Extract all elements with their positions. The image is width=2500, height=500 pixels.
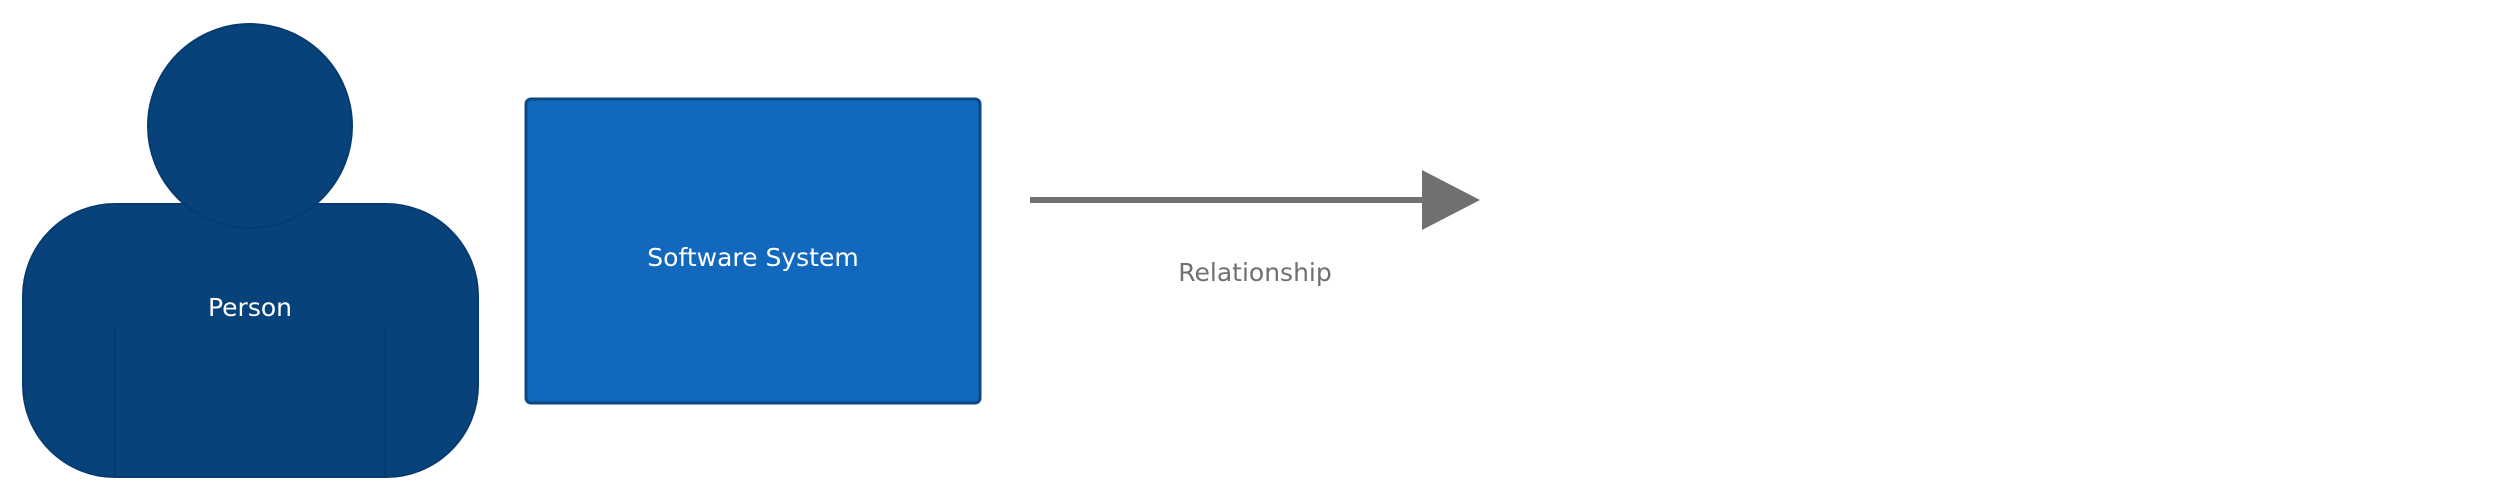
person-element[interactable]: Person: [22, 23, 479, 478]
relationship-label: Relationship: [1178, 258, 1331, 287]
software-system-box: [524, 97, 982, 405]
person-body: [22, 203, 479, 478]
software-system-label: Software System: [647, 243, 858, 272]
relationship-element[interactable]: Relationship: [1030, 170, 1480, 287]
person-head: [147, 23, 353, 229]
person-label: Person: [208, 293, 292, 322]
software-system-element[interactable]: Software System: [524, 97, 982, 405]
relationship-arrowhead-icon: [1422, 170, 1480, 230]
